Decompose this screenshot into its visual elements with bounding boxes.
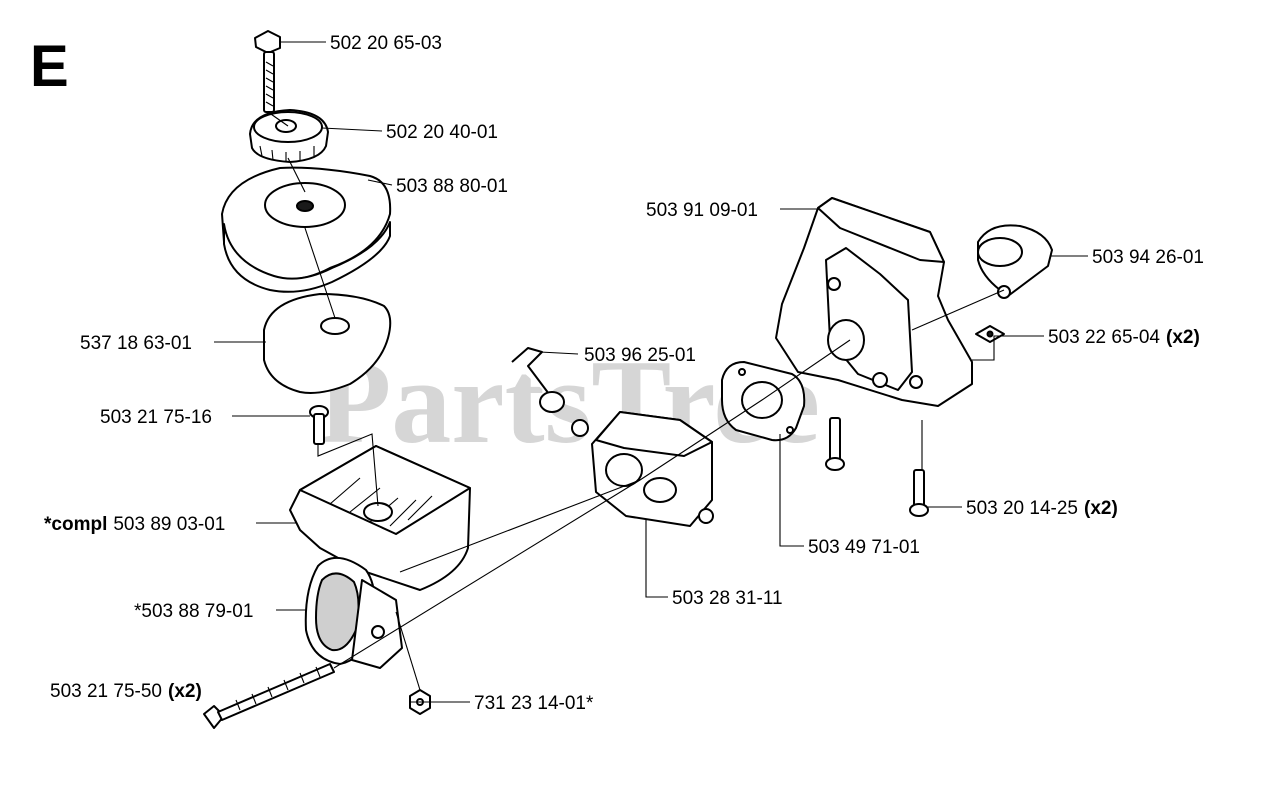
labels: 502 20 65-03 502 20 40-01 503 88 80-01 5… xyxy=(44,33,1204,714)
gasket-part[interactable] xyxy=(721,361,806,442)
long-bolt-part[interactable] xyxy=(203,663,335,729)
label-screw-small: 503 21 75-16 xyxy=(100,407,212,428)
label-long-bolt-number: 503 21 75-50 xyxy=(50,681,162,702)
filter-cover-part[interactable] xyxy=(221,166,392,293)
label-screw-right-qty: (x2) xyxy=(1084,498,1118,519)
label-housing: *compl 503 89 03-01 xyxy=(44,514,225,535)
label-housing-prefix: *compl xyxy=(44,514,107,535)
washer-part[interactable] xyxy=(975,325,1005,343)
label-nut: 731 23 14-01* xyxy=(474,693,594,714)
callout-leaders xyxy=(214,41,1088,703)
label-gasket: 503 49 71-01 xyxy=(808,537,920,558)
label-washer-number: 503 22 65-04 xyxy=(1048,327,1160,348)
label-filter: 537 18 63-01 xyxy=(80,333,192,354)
label-filter-cover: 503 88 80-01 xyxy=(396,176,508,197)
carburetor-part[interactable] xyxy=(571,411,714,527)
label-bolt-top: 502 20 65-03 xyxy=(330,33,442,54)
label-boot: 503 94 26-01 xyxy=(1092,247,1204,268)
label-screw-right: 503 20 14-25 (x2) xyxy=(966,498,1118,519)
handle-pad-part[interactable] xyxy=(304,557,403,669)
screw-small-part[interactable] xyxy=(309,405,329,445)
intake-part[interactable] xyxy=(775,197,973,407)
label-screw-right-number: 503 20 14-25 xyxy=(966,498,1078,519)
bolt-top-part[interactable] xyxy=(254,30,281,113)
boot-part[interactable] xyxy=(977,224,1053,299)
label-handle-pad: *503 88 79-01 xyxy=(134,601,253,622)
label-washer: 503 22 65-04 (x2) xyxy=(1048,327,1200,348)
label-long-bolt: 503 21 75-50 (x2) xyxy=(50,681,202,702)
label-carburetor: 503 28 31-11 xyxy=(672,588,783,609)
section-letter: E xyxy=(30,34,69,99)
assembly-lines xyxy=(267,111,1005,691)
screw-right-part[interactable] xyxy=(825,417,929,517)
housing-part[interactable] xyxy=(289,445,471,591)
choke-link-part[interactable] xyxy=(511,347,565,413)
label-long-bolt-qty: (x2) xyxy=(168,681,202,702)
knob-part[interactable] xyxy=(249,109,329,163)
label-knob: 502 20 40-01 xyxy=(386,122,498,143)
label-housing-number: 503 89 03-01 xyxy=(113,514,225,535)
label-washer-qty: (x2) xyxy=(1166,327,1200,348)
label-intake: 503 91 09-01 xyxy=(646,200,758,221)
label-choke-link: 503 96 25-01 xyxy=(584,345,696,366)
